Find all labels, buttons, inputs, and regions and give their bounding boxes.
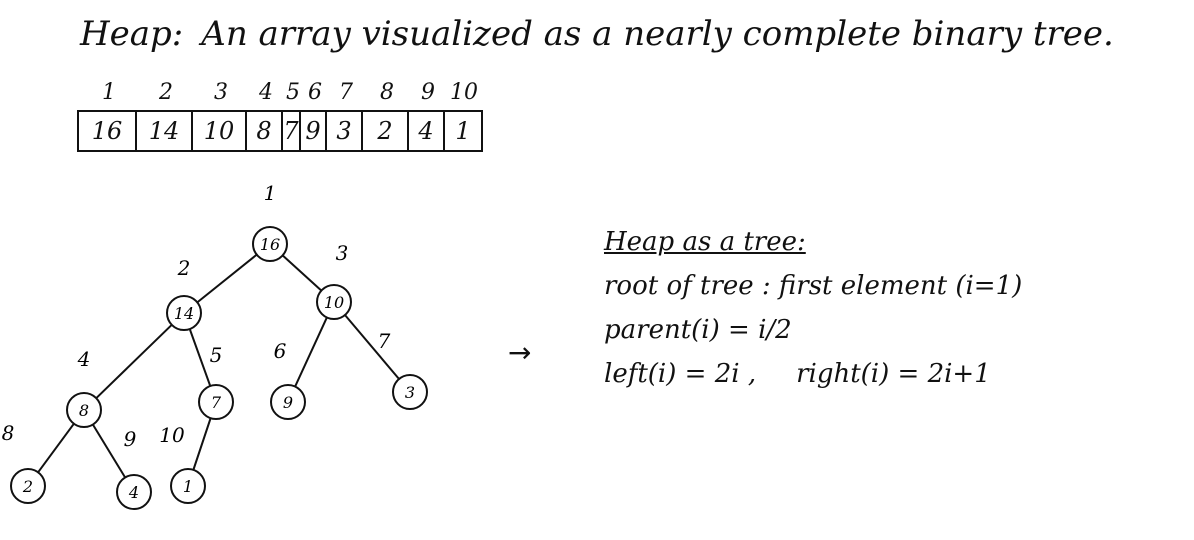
tree-node-value: 1 <box>183 477 193 496</box>
array-cell: 9 <box>301 112 327 150</box>
tree-edge <box>196 253 258 304</box>
tree-edge <box>95 324 173 399</box>
tree-node <box>198 384 234 420</box>
array-cell: 3 <box>327 112 363 150</box>
tree-edge <box>281 254 323 292</box>
tree-node-value: 8 <box>79 401 89 420</box>
tree-node <box>270 384 306 420</box>
array-index-label: 7 <box>339 80 353 105</box>
tree-node-index: 7 <box>378 329 391 353</box>
heap-tree-diagram: 16 1 14 2 10 3 8 4 7 5 9 6 3 7 2 8 4 9 1 10 <box>2 181 428 510</box>
notes-right-formula: right(i) = 2i+1 <box>796 359 991 389</box>
notes-children-line: left(i) = 2i , right(i) = 2i+1 <box>604 352 1174 396</box>
array-cell: 16 <box>79 112 137 150</box>
notes-left-formula: left(i) = 2i , <box>604 359 757 389</box>
tree-node-value: 14 <box>174 304 194 323</box>
array-cell: 8 <box>247 112 283 150</box>
array-index-label: 3 <box>214 80 228 105</box>
tree-node-index: 5 <box>210 343 223 367</box>
tree-edge <box>294 317 328 387</box>
tree-node <box>392 374 428 410</box>
tree-edge <box>37 423 75 473</box>
tree-node <box>116 474 152 510</box>
tree-edge <box>188 328 212 387</box>
tree-node <box>10 468 46 504</box>
array-index-label: 2 <box>159 80 173 105</box>
tree-node-value: 4 <box>128 483 139 502</box>
tree-node-value: 16 <box>260 235 280 254</box>
tree-node-value: 10 <box>324 293 344 312</box>
notes-title: Heap as a tree: <box>604 227 806 257</box>
tree-node <box>66 392 102 428</box>
tree-node-index: 1 <box>264 181 277 205</box>
tree-node-index: 2 <box>177 256 191 280</box>
tree-node-value: 7 <box>211 393 222 412</box>
tree-node-index: 3 <box>336 241 349 265</box>
tree-edge <box>192 417 212 471</box>
tree-node-index: 10 <box>159 423 185 447</box>
heading-label: Heap: <box>80 14 184 54</box>
tree-node-index: 6 <box>274 339 287 363</box>
array-cell: 10 <box>193 112 247 150</box>
array-index-label: 9 <box>421 80 435 105</box>
array-index-label: 10 <box>450 80 478 105</box>
tree-node <box>170 468 206 504</box>
array-cell: 7 <box>283 112 301 150</box>
heading: Heap: An array visualized as a nearly com… <box>80 14 1114 54</box>
array-cell: 14 <box>137 112 193 150</box>
heap-notes: Heap as a tree: root of tree : first ele… <box>604 220 1174 396</box>
tree-node <box>252 226 288 262</box>
tree-node-value: 2 <box>22 477 33 496</box>
array-index-label: 6 <box>308 80 322 105</box>
array-cell: 2 <box>363 112 409 150</box>
tree-node-index: 4 <box>77 347 91 371</box>
heading-text: An array visualized as a nearly complete… <box>201 14 1114 54</box>
array-index-label: 5 <box>286 80 300 105</box>
tree-node <box>316 284 352 320</box>
tree-node <box>166 295 202 331</box>
tree-node-index: 8 <box>2 421 15 445</box>
tree-edge <box>344 314 400 380</box>
array-index-label: 8 <box>380 80 394 105</box>
array-cell: 4 <box>409 112 445 150</box>
array-index-label: 4 <box>259 80 273 105</box>
tree-node-value: 9 <box>283 393 293 412</box>
tree-edge <box>91 423 127 479</box>
notes-root-line: root of tree : first element (i=1) <box>604 271 1023 301</box>
array-index-label: 1 <box>102 80 116 105</box>
tree-node-value: 3 <box>405 383 415 402</box>
array-cell: 1 <box>455 117 471 145</box>
right-arrow-icon: → <box>508 336 532 369</box>
notes-parent-line: parent(i) = i/2 <box>604 315 792 345</box>
tree-node-index: 9 <box>124 427 137 451</box>
